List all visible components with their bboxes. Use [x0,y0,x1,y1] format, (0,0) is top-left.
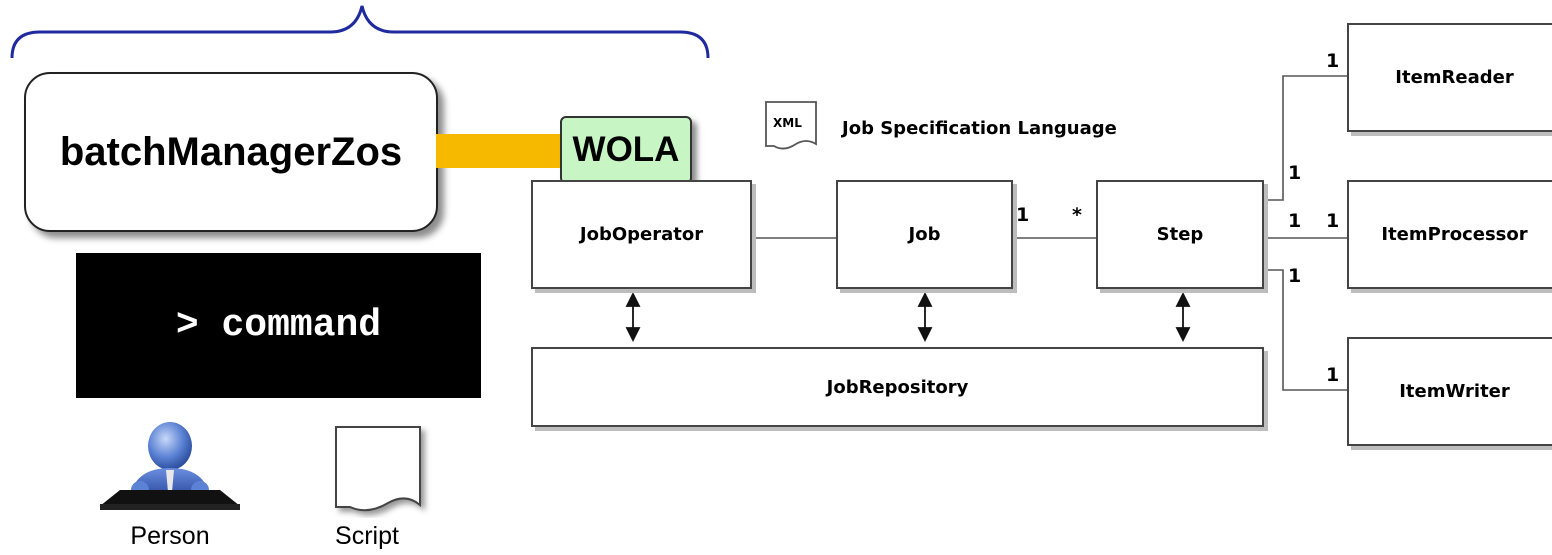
mult-writer: 1 [1326,364,1340,386]
person-caption: Person [130,522,210,550]
wola-label: WOLA [572,130,680,169]
job-label: Job [908,224,941,245]
job-spec-label: Job Specification Language [842,118,1117,139]
batch-manager-label: batchManagerZos [59,129,403,174]
job-repository-box: JobRepository [531,347,1264,427]
wola-box: WOLA [560,116,692,184]
brace [10,5,710,59]
script-caption: Script [335,522,399,550]
item-writer-box: ItemWriter [1347,337,1552,446]
command-box: > command [76,253,481,398]
item-reader-label: ItemReader [1395,67,1514,88]
xml-icon-label: XML [773,116,802,130]
script-icon [335,426,421,512]
job-operator-label: JobOperator [579,224,704,245]
mult-step-bottom: 1 [1288,265,1302,287]
item-processor-box: ItemProcessor [1347,180,1552,289]
job-box: Job [836,180,1013,289]
item-processor-label: ItemProcessor [1381,224,1528,245]
step-box: Step [1096,180,1264,289]
item-writer-label: ItemWriter [1399,381,1510,402]
mult-step: * [1072,204,1082,226]
person-icon [100,422,240,510]
mult-step-mid: 1 [1288,210,1302,232]
mult-reader: 1 [1326,50,1340,72]
mult-step-top: 1 [1288,162,1302,184]
step-label: Step [1156,224,1204,245]
command-text: > command [175,304,382,347]
mult-job: 1 [1016,204,1030,226]
job-repository-label: JobRepository [826,376,969,398]
xml-icon [765,101,817,150]
wola-connector [436,134,566,168]
batch-manager-box: batchManagerZos [24,72,438,232]
item-reader-box: ItemReader [1347,23,1552,132]
mult-processor: 1 [1326,210,1340,232]
job-operator-box: JobOperator [531,180,752,289]
